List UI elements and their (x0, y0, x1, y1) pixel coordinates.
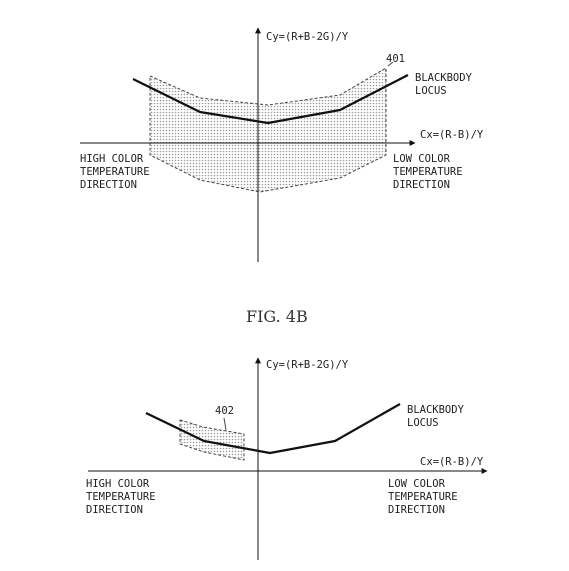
top-right-label-line1: LOW COLOR (393, 153, 451, 165)
bottom-left-label-line3: DIRECTION (86, 504, 143, 516)
top-x-axis-label: Cx=(R-B)/Y (420, 129, 484, 141)
top-y-axis-label: Cy=(R+B-2G)/Y (266, 31, 349, 43)
top-right-label-line3: DIRECTION (393, 179, 450, 191)
bottom-y-axis-label: Cy=(R+B-2G)/Y (266, 359, 349, 371)
top-figure: Cy=(R+B-2G)/Y Cx=(R-B)/Y 401 BLACKBODY L… (80, 27, 484, 262)
top-left-label-line2: TEMPERATURE (80, 166, 150, 178)
top-locus-label-line2: LOCUS (415, 85, 447, 97)
top-left-label-line1: HIGH COLOR (80, 153, 144, 165)
bottom-left-label-line2: TEMPERATURE (86, 491, 156, 503)
bottom-region-402 (179, 419, 245, 461)
bottom-locus-label-line2: LOCUS (407, 417, 439, 429)
bottom-region-leader (223, 417, 227, 431)
bottom-right-label-line3: DIRECTION (388, 504, 445, 516)
top-region-401 (149, 67, 387, 193)
top-blackbody-locus (132, 74, 409, 125)
top-region-leader (387, 61, 394, 67)
bottom-figure: Cy=(R+B-2G)/Y Cx=(R-B)/Y 402 BLACKBODY L… (86, 357, 488, 560)
top-left-label-line3: DIRECTION (80, 179, 137, 191)
figure-caption: FIG. 4B (246, 307, 308, 326)
bottom-right-label-line1: LOW COLOR (388, 478, 446, 490)
bottom-region-label: 402 (215, 405, 234, 417)
bottom-right-label-line2: TEMPERATURE (388, 491, 458, 503)
bottom-blackbody-locus (145, 403, 401, 455)
top-region-label: 401 (386, 53, 405, 65)
top-locus-label-line1: BLACKBODY (415, 72, 473, 84)
bottom-locus-label-line1: BLACKBODY (407, 404, 465, 416)
top-right-label-line2: TEMPERATURE (393, 166, 463, 178)
bottom-x-axis-label: Cx=(R-B)/Y (420, 456, 484, 468)
bottom-left-label-line1: HIGH COLOR (86, 478, 150, 490)
